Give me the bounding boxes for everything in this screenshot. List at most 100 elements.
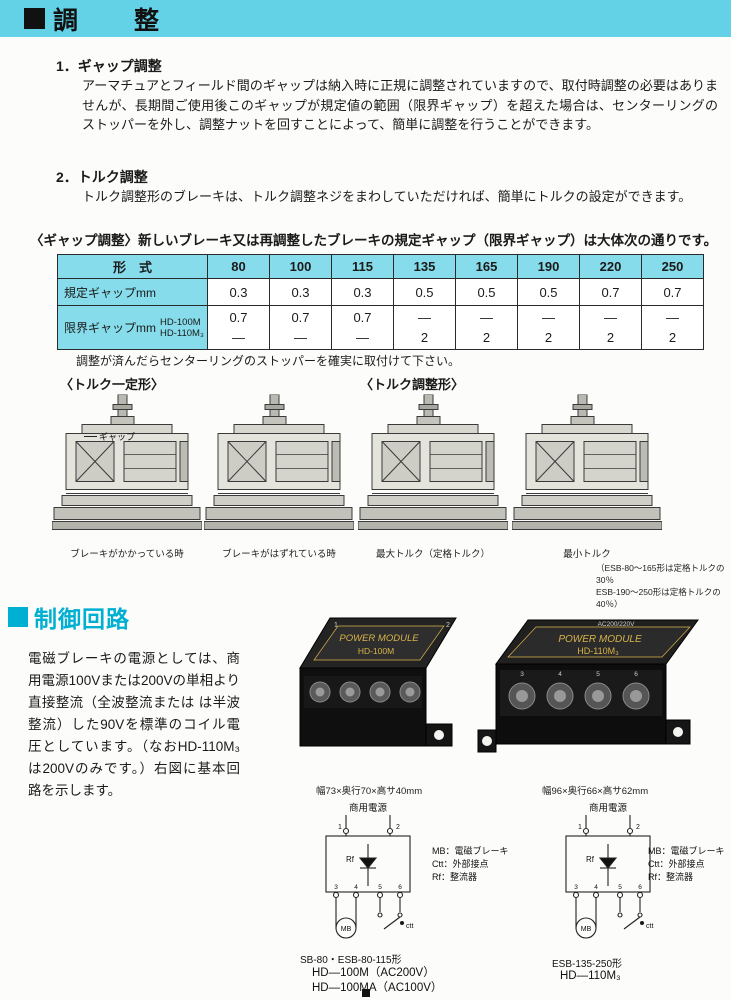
limit-gap-label-cell: 限界ギャップmm HD-100M HD-110M₃	[57, 305, 208, 350]
limit-bottom: 2	[482, 329, 491, 345]
limit-bottom: 2	[668, 329, 677, 345]
terminal-number: 3	[520, 671, 524, 678]
page-mark	[362, 989, 370, 997]
gap-spec-table: 形 式 80 100 115 135 165 190 220 250 規定ギャッ…	[57, 254, 704, 350]
terminal-number: 2	[396, 824, 400, 831]
limit-top: —	[604, 309, 617, 325]
brake-diagram-min-torque: 最小トルク	[512, 392, 662, 560]
terminal-number: 3	[334, 884, 338, 891]
limit-gap-sub1: HD-100M	[160, 316, 201, 328]
legend-line: Ctt：外部接点	[432, 859, 489, 869]
limit-bottom: 2	[544, 329, 553, 345]
diagram-caption: ブレーキがはずれている時	[222, 549, 336, 560]
circuit1-model-line3: HD—100MA（AC100V）	[312, 982, 443, 994]
module2-caption: 幅96×奥行66×高サ62mm	[542, 786, 649, 797]
limit-gap-sub2: HD-110M₃	[160, 327, 204, 339]
circuit-diagram-hd110m3: 商用電源 1 2 Rf 3 4 5 6 MB ctt	[565, 802, 653, 939]
terminal-number: 4	[354, 884, 358, 891]
legend-line: Rf：整流器	[432, 872, 478, 882]
circuit-diagram-hd100m: 商用電源 1 2 Rf 3 4 5 6 MB ctt	[325, 802, 413, 939]
circuit2-model-line2: HD—110M₃	[560, 970, 621, 982]
limit-gap-value: —2	[455, 305, 518, 350]
torque-adjust-heading: 2．トルク調整	[56, 169, 148, 185]
power-module-photo-hd110m3: AC200/220V POWER MODULE HD-110M₃ 3 4 5 6	[477, 619, 699, 753]
spec-gap-value: 0.5	[455, 278, 518, 306]
limit-gap-value: 0.7—	[331, 305, 394, 350]
brake-diagram-engaged: ブレーキがかかっている時	[52, 392, 202, 560]
col-header-250: 250	[641, 254, 704, 279]
torque-adjust-body: トルク調整形のブレーキは、トルク調整ネジをまわしていただければ、簡単にトルクの設…	[82, 189, 692, 204]
power-module-photo-hd100m: 1 2 POWER MODULE HD-100M	[299, 617, 457, 747]
terminal-number: 6	[634, 671, 638, 678]
spec-gap-label: 規定ギャップmm	[57, 278, 208, 306]
spec-gap-value: 0.7	[579, 278, 642, 306]
circuit1-model-range: SB-80・ESB-80-115形	[300, 955, 402, 966]
col-header-220: 220	[579, 254, 642, 279]
module-terminal-number: 2	[446, 622, 450, 629]
module-brand-label: POWER MODULE	[339, 633, 419, 644]
module-box: 1 2 POWER MODULE HD-100M	[299, 617, 457, 747]
torque-fixed-label: 〈トルク一定形〉	[60, 377, 165, 392]
legend-line: MB：電磁ブレーキ	[432, 846, 509, 856]
limit-gap-value: —2	[393, 305, 456, 350]
control-circuit-body: 電磁ブレーキの電源としては、商用電源100Vまたは200Vの単相より直接整流（全…	[28, 651, 240, 798]
module-terminal-number: 1	[334, 622, 338, 629]
limit-top: —	[666, 309, 679, 325]
header-square-icon	[24, 8, 45, 29]
col-header-80: 80	[207, 254, 270, 279]
terminal-number: 2	[636, 824, 640, 831]
terminal-screws	[508, 682, 650, 710]
brake-cross-section-drawing	[52, 392, 202, 542]
spec-gap-value: 0.3	[207, 278, 270, 306]
spec-gap-value: 0.3	[331, 278, 394, 306]
terminal-number: 5	[378, 884, 382, 891]
diagram-caption: 最大トルク（定格トルク）	[375, 549, 490, 560]
table-header-row: 形 式 80 100 115 135 165 190 220 250	[57, 254, 704, 279]
circuit-lines	[325, 815, 411, 939]
circuit-lines	[565, 815, 651, 939]
gap-callout-label: ギャップ	[99, 432, 136, 442]
limit-bottom: —	[294, 329, 307, 345]
gap-adjust-heading: 1．ギャップ調整	[56, 58, 162, 74]
page-title: 調 整	[53, 6, 162, 35]
contact-label: ctt	[406, 923, 413, 930]
limit-gap-label: 限界ギャップmm	[64, 321, 156, 335]
limit-top: 0.7	[291, 309, 310, 325]
min-torque-note-line1: （ESB-80〜165形は定格トルクの30％	[596, 563, 725, 585]
limit-gap-value: —2	[579, 305, 642, 350]
limit-top: —	[542, 309, 555, 325]
contact-label: ctt	[646, 923, 653, 930]
legend-line: Rf：整流器	[648, 872, 694, 882]
circuit2-model-range: ESB-135-250形	[552, 959, 623, 970]
brake-cross-section-drawing	[512, 392, 662, 542]
brake-cross-section-drawing	[358, 392, 508, 542]
module1-caption: 幅73×奥行70×高サ40mm	[316, 786, 423, 797]
terminal-number: 1	[338, 824, 342, 831]
col-header-190: 190	[517, 254, 580, 279]
col-header-135: 135	[393, 254, 456, 279]
brake-symbol-label: MB	[341, 926, 352, 933]
section-square-icon	[8, 607, 28, 627]
terminal-number: 1	[578, 824, 582, 831]
limit-bottom: —	[232, 329, 245, 345]
min-torque-note-line2: ESB-190〜250形は定格トルクの40％）	[596, 587, 721, 609]
module-box: AC200/220V POWER MODULE HD-110M₃ 3 4 5 6	[477, 619, 699, 753]
terminal-number: 4	[558, 671, 562, 678]
control-circuit-header: 制御回路	[8, 600, 130, 634]
terminal-number: 6	[398, 884, 402, 891]
terminal-number: 6	[638, 884, 642, 891]
col-header-165: 165	[455, 254, 518, 279]
limit-bottom: —	[356, 329, 369, 345]
module-brand-label: POWER MODULE	[558, 634, 642, 645]
rectifier-label: Rf	[586, 855, 595, 864]
circuit-legend: MB：電磁ブレーキ Ctt：外部接点 Rf：整流器	[648, 845, 725, 884]
spec-gap-value: 0.7	[641, 278, 704, 306]
limit-gap-value: —2	[641, 305, 704, 350]
torque-adjustable-label: 〈トルク調整形〉	[360, 377, 465, 392]
page-header: 調 整	[0, 0, 731, 37]
circuit1-model-line2: HD—100M（AC200V）	[312, 967, 435, 979]
limit-bottom: 2	[420, 329, 429, 345]
module-model-label: HD-100M	[358, 646, 394, 656]
brake-symbol-label: MB	[581, 926, 592, 933]
limit-gap-value: 0.7—	[207, 305, 270, 350]
